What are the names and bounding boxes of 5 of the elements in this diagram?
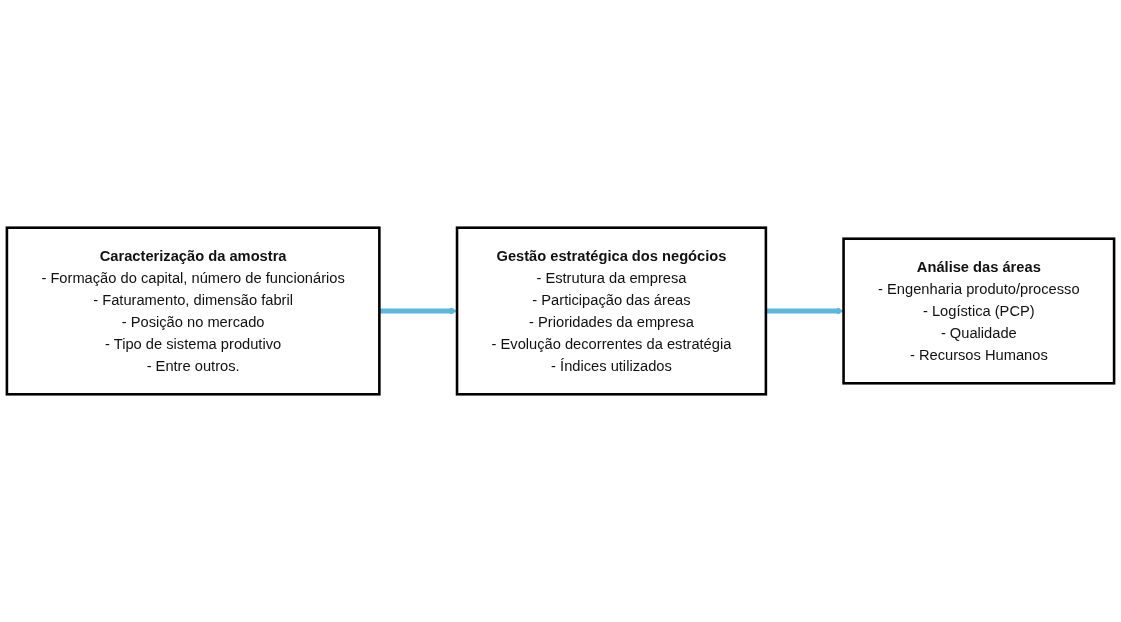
arrow <box>379 307 458 315</box>
node-box: Gestão estratégica dos negócios - Estrutura da empresa - Participação das áreas - Prioridades da empresa - Evolução decorrentes da estratégia - Índices utilizados <box>455 226 768 396</box>
node-box: Análise das áreas - Engenharia produto/processo - Logística (PCP) - Qualidade - Recursos Humanos <box>842 237 1116 385</box>
arrow <box>765 307 844 315</box>
node-box: Caracterização da amostra - Formação do capital, número de funcionários - Faturamento, dimensão fabril - Posição no mercado - Tipo de sistema produtivo - Entre outros. <box>5 226 381 396</box>
